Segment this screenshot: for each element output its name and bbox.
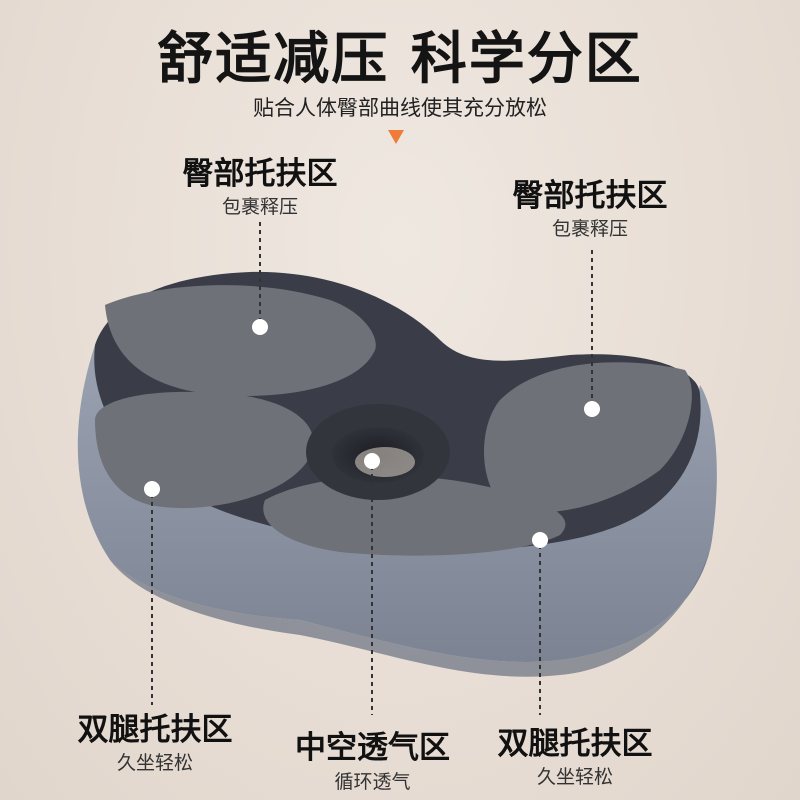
page-title: 舒适减压 科学分区: [157, 27, 643, 92]
right-leg-pattern: [263, 476, 566, 556]
zone-label-center: 中空透气区: [295, 730, 450, 766]
zone-label-left-leg: 双腿托扶区: [77, 712, 233, 748]
zone-desc-left-leg: 久坐轻松: [116, 752, 193, 774]
zone-desc-right-leg: 久坐轻松: [536, 766, 613, 788]
marker-dot-left-hip: [252, 319, 268, 335]
marker-dot-left-leg: [144, 481, 160, 497]
zone-desc-right-hip: 包裹释压: [551, 218, 628, 240]
center-hole-floor: [355, 447, 415, 477]
marker-dot-right-leg: [532, 532, 548, 548]
cushion-bottom-shadow: [110, 540, 712, 677]
zone-label-right-leg: 双腿托扶区: [497, 726, 653, 762]
marker-dot-center: [364, 453, 380, 469]
cushion-side: [77, 345, 717, 662]
right-hip-pattern: [483, 362, 692, 513]
down-arrow-icon: [388, 130, 404, 144]
left-hip-pattern: [105, 285, 376, 396]
zone-label-right-hip: 臀部托扶区: [512, 178, 668, 214]
zone-label-left-hip: 臀部托扶区: [182, 156, 338, 192]
zone-desc-center: 循环透气: [334, 771, 411, 793]
left-leg-pattern: [95, 391, 314, 509]
page-subtitle: 贴合人体臀部曲线使其充分放松: [253, 96, 547, 120]
zone-desc-left-hip: 包裹释压: [221, 196, 298, 218]
marker-dot-right-hip: [584, 401, 600, 417]
